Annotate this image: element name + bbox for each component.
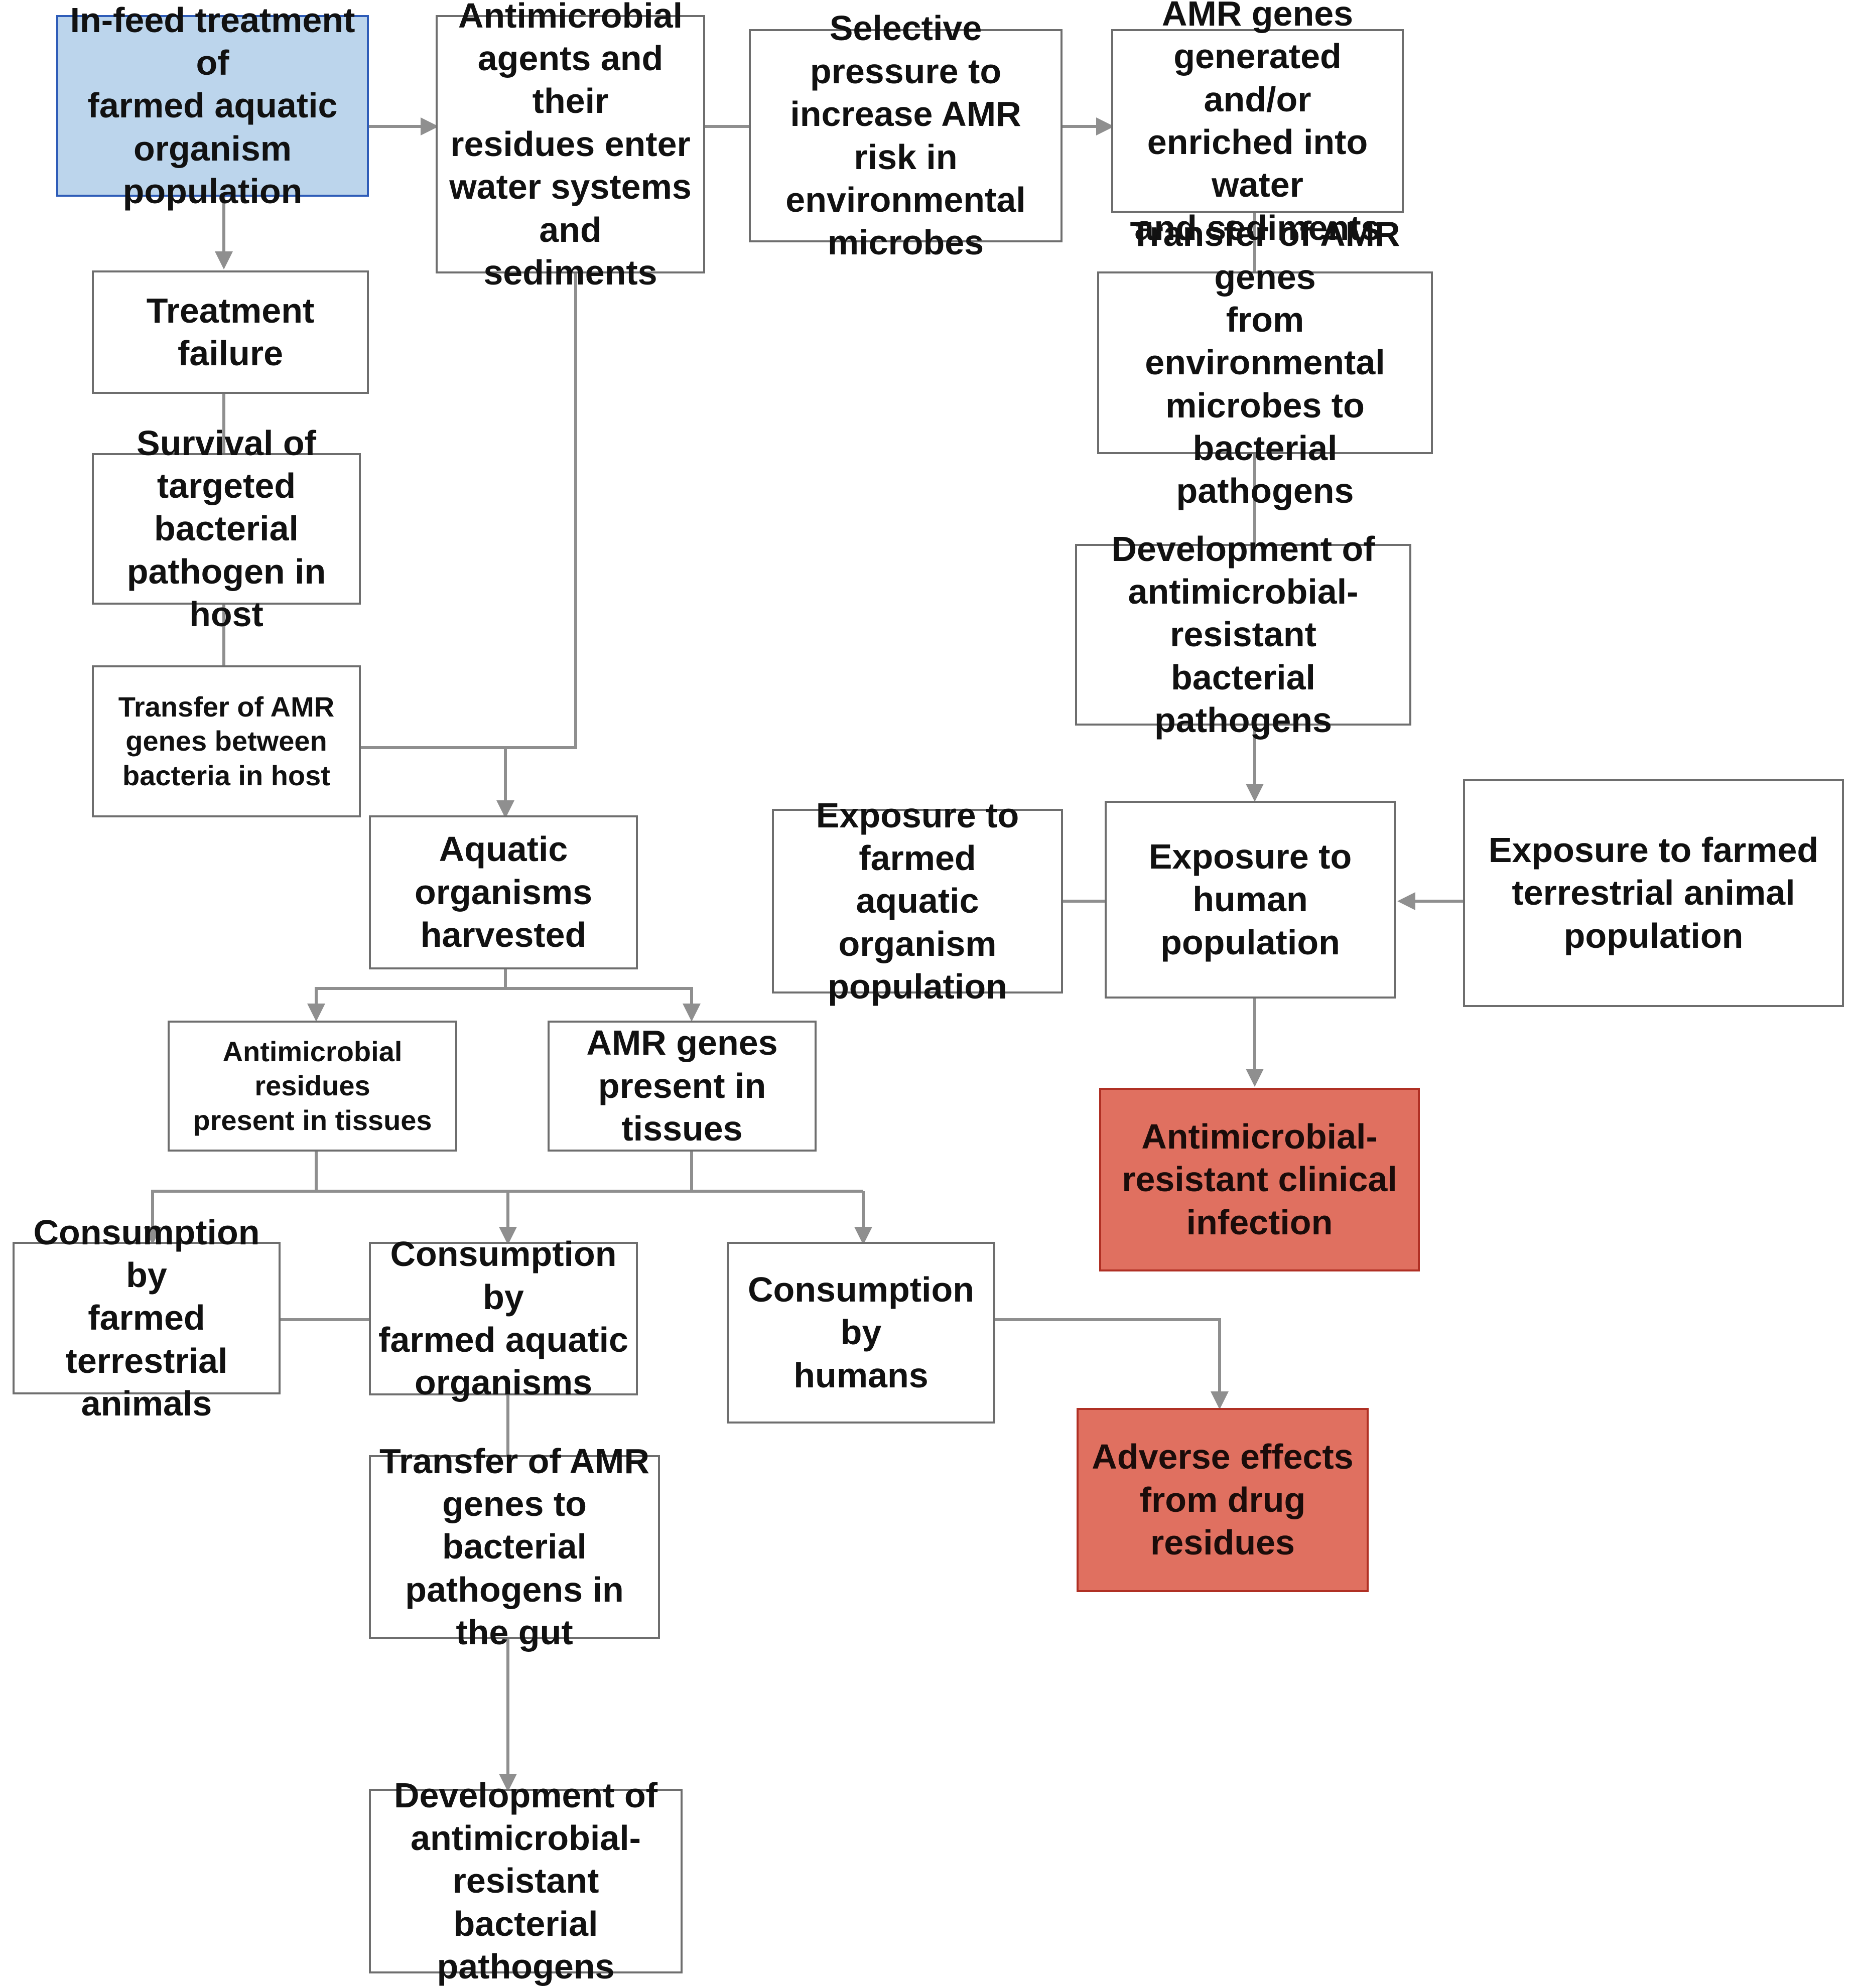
node-development-resistant-right: Development of antimicrobial-resistant b… <box>1075 529 1411 740</box>
node-treatment-failure: Treatment failure <box>92 270 369 394</box>
node-consumption-aquatic: Consumption by farmed aquatic organisms <box>369 1234 638 1402</box>
node-transfer-env-to-pathogens: Transfer of AMR genes from environmental… <box>1097 214 1433 510</box>
edge-harvested-to-residues <box>307 987 692 1022</box>
node-amr-genes-water: AMR genes generated and/or enriched into… <box>1111 0 1404 247</box>
node-selective-pressure: Selective pressure to increase AMR risk … <box>749 9 1063 262</box>
node-clinical-infection: Antimicrobial- resistant clinical infect… <box>1099 1088 1420 1271</box>
edge-harvested-to-genes-tissues <box>505 987 701 1022</box>
node-exposure-farmed-aquatic: Exposure to farmed aquatic organism popu… <box>772 796 1063 1006</box>
node-antimicrobial-enter-water: Antimicrobial agents and their residues … <box>436 0 705 292</box>
node-aquatic-harvested: Aquatic organisms harvested <box>369 815 638 969</box>
node-transfer-in-host: Transfer of AMR genes between bacteria i… <box>92 665 361 817</box>
node-transfer-gut: Transfer of AMR genes to bacterial patho… <box>369 1442 660 1652</box>
node-infeed-treatment: In-feed treatment of farmed aquatic orga… <box>56 1 369 211</box>
node-exposure-human: Exposure to human population <box>1105 801 1396 999</box>
node-exposure-farmed-terrestrial: Exposure to farmed terrestrial animal po… <box>1463 779 1844 1007</box>
node-survival-pathogen: Survival of targeted bacterial pathogen … <box>92 423 361 634</box>
node-amr-genes-tissues: AMR genes present in tissues <box>548 1021 817 1152</box>
node-consumption-humans: Consumption by humans <box>727 1242 995 1424</box>
node-consumption-terrestrial: Consumption by farmed terrestrial animal… <box>13 1213 281 1423</box>
node-development-resistant-bottom: Development of antimicrobial- resistant … <box>369 1776 683 1986</box>
edge-agents-to-harvest-line <box>360 273 577 749</box>
node-residues-in-tissues: Antimicrobial residues present in tissue… <box>168 1021 457 1152</box>
edge-to-consumption-terrestrial <box>144 1190 863 1245</box>
edge-humans-to-adverse <box>995 1318 1229 1409</box>
node-adverse-effects: Adverse effects from drug residues <box>1077 1408 1369 1592</box>
